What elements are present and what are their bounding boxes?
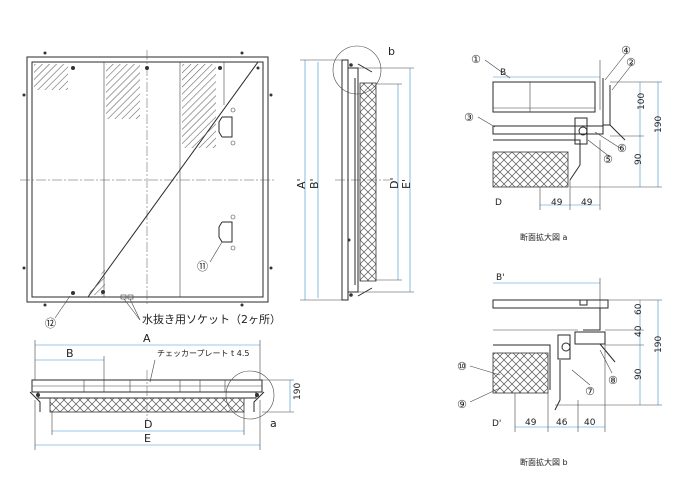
dim-a-prime: A' bbox=[295, 178, 308, 189]
detail-b bbox=[469, 278, 662, 432]
detail-b-title: 断面拡大図 b bbox=[520, 457, 568, 467]
callout-6: ⑥ bbox=[617, 142, 627, 155]
detail-b-b-label: B' bbox=[496, 273, 505, 283]
socket-note: 水抜き用ソケット（2ヶ所） bbox=[142, 312, 281, 326]
callout-3: ③ bbox=[464, 111, 474, 124]
dim-d: D bbox=[144, 418, 152, 431]
detail-b-marker: b bbox=[388, 45, 395, 58]
dim-d-prime-side: D' bbox=[388, 178, 401, 190]
front-view bbox=[29, 340, 294, 450]
detail-b-d-label: D' bbox=[492, 419, 501, 429]
detail-a-marker: a bbox=[270, 417, 277, 430]
detail-a-dim-90: 90 bbox=[634, 153, 644, 165]
detail-a-dim-49a: 49 bbox=[551, 198, 563, 208]
callout-4: ④ bbox=[621, 44, 631, 57]
callout-1: ① bbox=[471, 53, 481, 66]
side-view bbox=[300, 45, 414, 301]
dim-190-front: 190 bbox=[293, 383, 303, 400]
callout-8: ⑧ bbox=[608, 374, 618, 387]
dim-a: A bbox=[143, 332, 151, 345]
dim-e-prime: E' bbox=[400, 179, 413, 189]
dim-b-prime-side: B' bbox=[308, 178, 321, 189]
detail-b-dim-46: 46 bbox=[556, 418, 568, 428]
detail-a-dim-49b: 49 bbox=[581, 198, 593, 208]
detail-a-b-label: B bbox=[500, 68, 506, 78]
callout-12: ⑫ bbox=[45, 317, 56, 330]
detail-b-dim-60: 60 bbox=[634, 303, 644, 315]
detail-b-dim-90: 90 bbox=[634, 368, 644, 380]
dim-b-front: B bbox=[66, 347, 74, 360]
detail-b-dim-40v: 40 bbox=[634, 325, 644, 337]
callout-10: ⑩ bbox=[457, 360, 467, 373]
callout-2: ② bbox=[626, 56, 636, 69]
detail-a-d-label: D bbox=[495, 198, 502, 208]
detail-a-title: 断面拡大図 a bbox=[520, 232, 568, 242]
callout-5: ⑤ bbox=[603, 153, 613, 166]
detail-b-dim-190: 190 bbox=[654, 336, 664, 353]
detail-b-dim-49: 49 bbox=[525, 418, 537, 428]
detail-a-dim-100: 100 bbox=[637, 93, 647, 110]
dim-e: E bbox=[144, 432, 151, 445]
checker-plate-label: チェッカープレート t 4.5 bbox=[157, 349, 249, 358]
detail-a-dim-190: 190 bbox=[654, 116, 664, 133]
callout-11: ⑪ bbox=[197, 260, 208, 273]
callout-9: ⑨ bbox=[457, 398, 467, 411]
detail-b-dim-40: 40 bbox=[584, 418, 596, 428]
callout-7: ⑦ bbox=[585, 385, 595, 398]
detail-a bbox=[477, 50, 662, 210]
plan-view bbox=[20, 50, 275, 321]
